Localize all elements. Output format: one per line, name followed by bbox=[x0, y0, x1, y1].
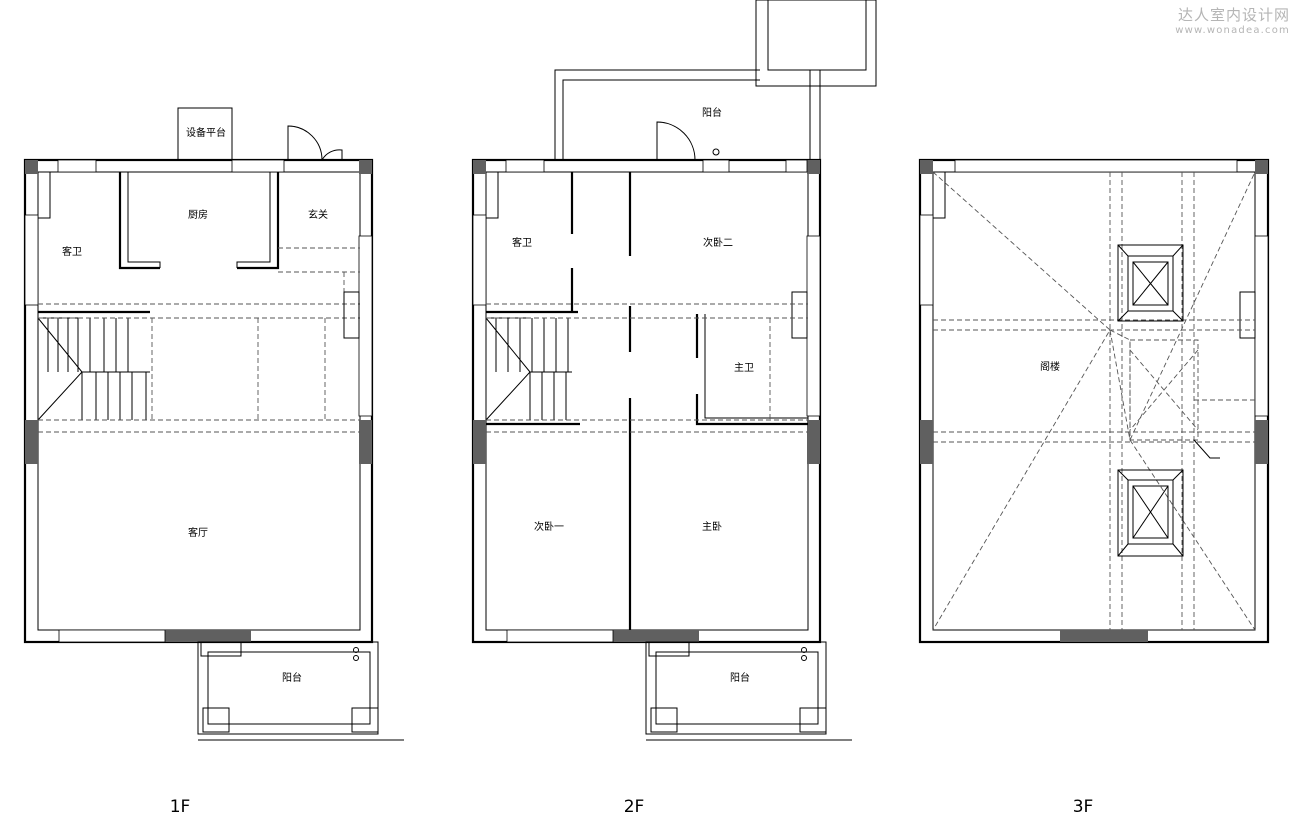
outer-wall-1f bbox=[23, 158, 374, 644]
room-label-second-bedroom-two-2f: 次卧二 bbox=[703, 236, 733, 249]
room-label-kitchen-1f: 厨房 bbox=[188, 208, 208, 221]
room-label-master-bedroom-2f: 主卧 bbox=[702, 520, 722, 533]
room-label-balcony-2f: 阳台 bbox=[730, 671, 750, 684]
room-label-living-room-1f: 客厅 bbox=[188, 526, 208, 539]
room-label-equipment-platform-1f: 设备平台 bbox=[186, 126, 226, 139]
floor-plan-1f bbox=[23, 107, 404, 741]
floor-plan-2f bbox=[471, 0, 877, 741]
watermark-title: 达人室内设计网 bbox=[1177, 6, 1290, 24]
equipment-platform bbox=[177, 107, 233, 161]
floor-label-3f: 3F bbox=[1073, 797, 1094, 817]
floor-label-2f: 2F bbox=[624, 797, 645, 817]
room-label-balcony-upper-2f: 阳台 bbox=[702, 106, 722, 119]
balcony-2f bbox=[645, 641, 827, 735]
room-label-master-bath-2f: 主卫 bbox=[734, 362, 754, 374]
room-label-foyer-1f: 玄关 bbox=[308, 208, 328, 221]
balcony-1f bbox=[197, 641, 379, 735]
outer-wall-2f bbox=[471, 158, 822, 644]
room-label-attic-3f: 阁楼 bbox=[1040, 360, 1060, 373]
room-label-guest-bath-1f: 客卫 bbox=[62, 245, 82, 258]
floor-label-1f: 1F bbox=[170, 797, 191, 817]
floor-plan-3f bbox=[918, 158, 1270, 644]
balcony-upper-2f bbox=[755, 0, 877, 87]
skylight-upper bbox=[1117, 244, 1184, 322]
skylight-lower bbox=[1117, 469, 1184, 557]
watermark: 达人室内设计网 www.wonadea.com bbox=[1175, 4, 1290, 36]
room-label-second-bedroom-one-2f: 次卧一 bbox=[534, 520, 564, 533]
watermark-url: www.wonadea.com bbox=[1175, 25, 1290, 36]
room-label-balcony-1f: 阳台 bbox=[282, 671, 302, 684]
room-label-guest-bath-2f: 客卫 bbox=[512, 236, 532, 249]
